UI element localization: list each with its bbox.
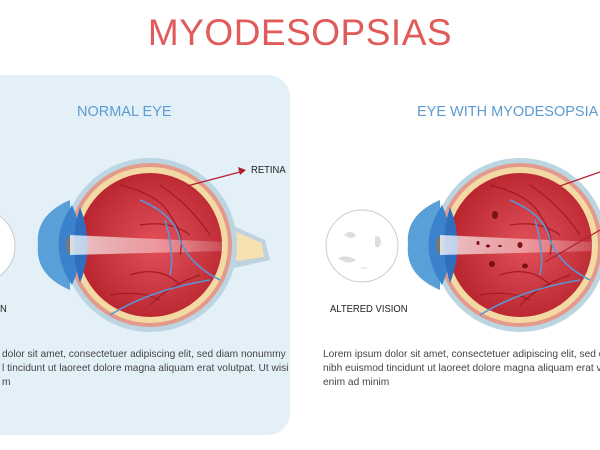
text-line: m bbox=[2, 377, 11, 388]
text-line: Lorem ipsum dolor sit amet, consectetuer… bbox=[323, 349, 600, 360]
text-line: enim ad minim bbox=[323, 377, 390, 388]
normal-vision-label: N bbox=[0, 303, 7, 315]
text-line: l tincidunt ut laoreet dolore magna aliq… bbox=[2, 363, 289, 374]
page-title: MYODESOPSIAS bbox=[147, 12, 453, 53]
retina-label: RETINA bbox=[251, 164, 286, 176]
pointer-line bbox=[559, 171, 600, 187]
normal-eye-description: dolor sit amet, consectetuer adipiscing … bbox=[2, 348, 289, 390]
altered-vision-circle bbox=[325, 209, 399, 283]
normal-vision-circle bbox=[0, 215, 16, 277]
text-line: dolor sit amet, consectetuer adipiscing … bbox=[2, 349, 286, 360]
altered-vision-label: ALTERED VISION bbox=[330, 303, 408, 315]
normal-eye-illustration bbox=[36, 157, 271, 333]
text-line: nibh euismod tincidunt ut laoreet dolore… bbox=[323, 363, 600, 374]
myodesopsia-eye-illustration bbox=[406, 157, 600, 333]
normal-eye-heading: NORMAL EYE bbox=[77, 104, 172, 120]
myodesopsia-description: Lorem ipsum dolor sit amet, consectetuer… bbox=[323, 348, 600, 390]
floaters bbox=[476, 211, 528, 269]
pointer-line bbox=[544, 229, 600, 263]
myodesopsia-heading: EYE WITH MYODESOPSIA bbox=[417, 104, 599, 120]
retina-pointer-arrow bbox=[186, 167, 246, 187]
